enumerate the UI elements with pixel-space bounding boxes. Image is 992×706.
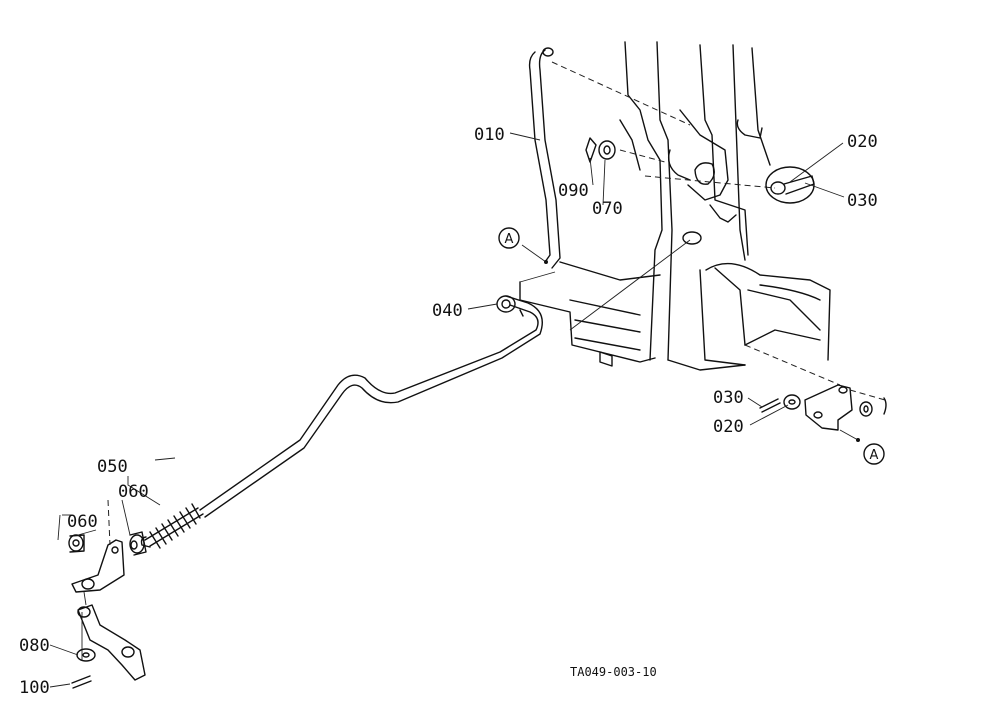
callout-020-lower: 020 <box>713 417 744 437</box>
main-rod <box>140 295 543 549</box>
marker-a-upper-letter: A <box>505 232 514 247</box>
nut-060-right <box>129 531 147 556</box>
cotter-pin-090 <box>585 137 597 163</box>
marker-a-lower: A <box>863 443 885 465</box>
callout-100: 100 <box>19 678 50 698</box>
washer-080 <box>76 648 96 662</box>
nut-060-left <box>68 534 85 553</box>
leader-lines <box>49 132 845 688</box>
drawing-reference-code: TA049-003-10 <box>570 665 657 679</box>
lower-right-bracket <box>759 384 887 442</box>
callout-030-upper: 030 <box>847 191 878 211</box>
washer-070 <box>598 140 616 160</box>
rod-010 <box>521 47 561 269</box>
callout-060-left: 060 <box>67 512 98 532</box>
callout-010: 010 <box>474 125 505 145</box>
frame-body <box>519 41 841 386</box>
lower-lever <box>77 604 146 681</box>
marker-a-lower-letter: A <box>870 448 879 463</box>
callout-030-lower: 030 <box>713 388 744 408</box>
pin-100 <box>71 675 92 689</box>
callout-040: 040 <box>432 301 463 321</box>
callout-080: 080 <box>19 636 50 656</box>
callout-020-upper: 020 <box>847 132 878 152</box>
marker-a-upper: A <box>498 227 520 249</box>
callout-060-right: 060 <box>118 482 149 502</box>
callout-070: 070 <box>592 199 623 219</box>
callout-090: 090 <box>558 181 589 201</box>
callout-050: 050 <box>97 457 128 477</box>
pin-upper-right <box>765 166 815 204</box>
bracket-050 <box>71 499 125 606</box>
